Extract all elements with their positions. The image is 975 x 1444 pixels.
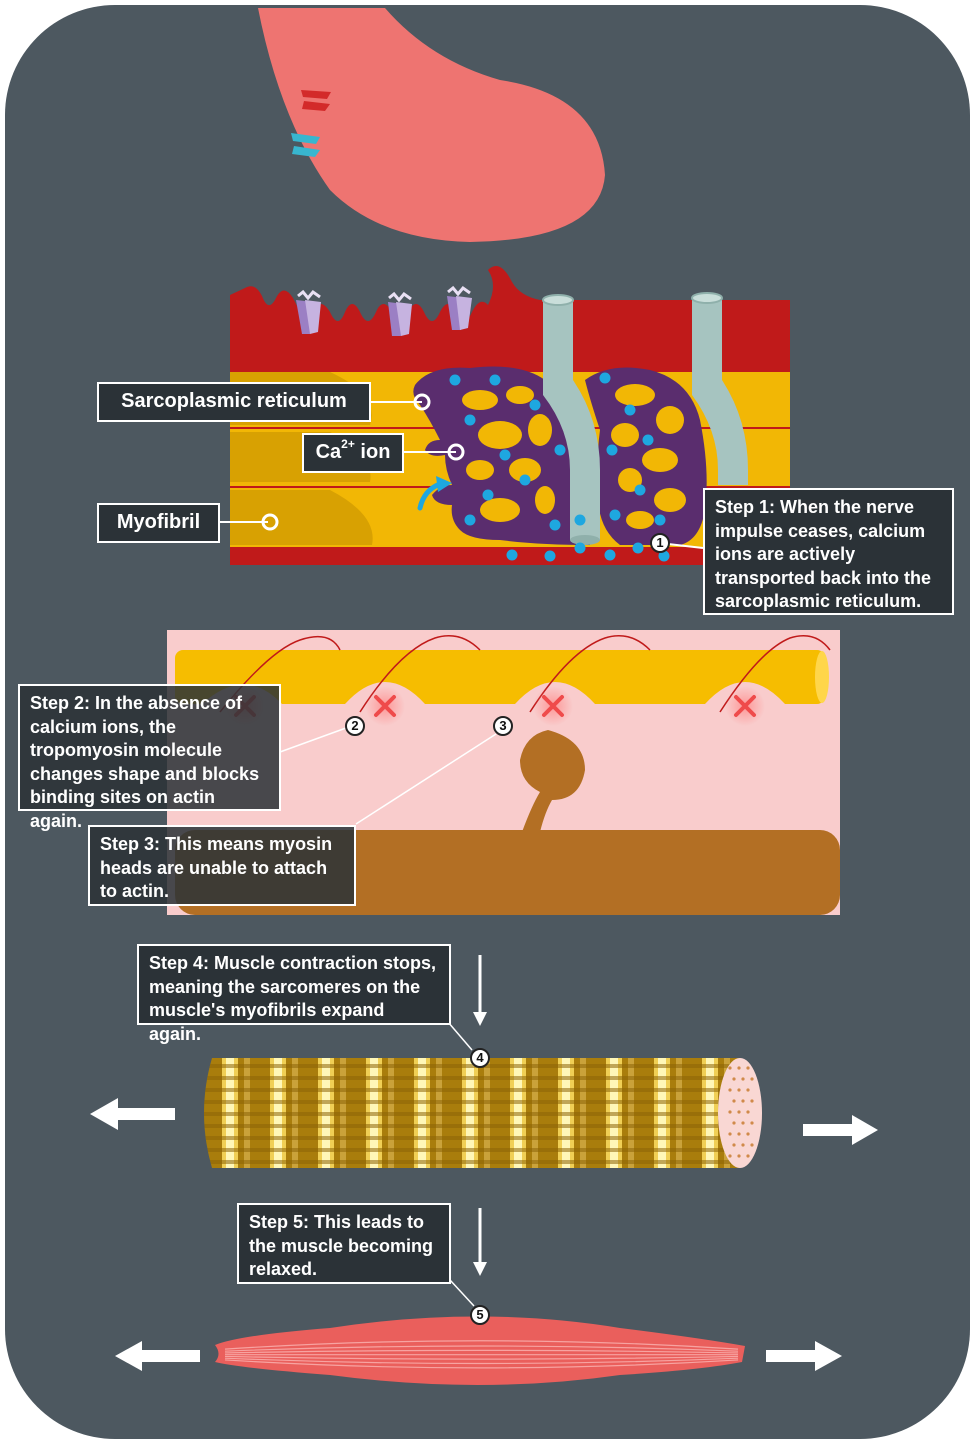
sarcoplasmic-reticulum-label: Sarcoplasmic reticulum bbox=[97, 382, 371, 422]
myofibril-cylinder bbox=[204, 1058, 762, 1168]
receptor-protein-icon bbox=[296, 289, 321, 334]
calcium-ion bbox=[506, 549, 518, 561]
myosin-head bbox=[520, 730, 585, 832]
leader-lines bbox=[279, 727, 497, 825]
blocked-site-x-icon bbox=[725, 686, 765, 726]
step-1-text: Step 1: When the nerve impulse ceases, c… bbox=[703, 488, 954, 615]
calcium-ion bbox=[544, 550, 556, 562]
calcium-ion bbox=[449, 374, 461, 386]
myofibril-label: Myofibril bbox=[97, 503, 220, 543]
leader-lines bbox=[220, 393, 704, 549]
blocked-site-x-icon bbox=[533, 686, 573, 726]
calcium-ion bbox=[642, 434, 654, 446]
step-2-badge: 2 bbox=[345, 716, 365, 736]
calcium-ion bbox=[658, 550, 670, 562]
red-ion-channel-icon bbox=[301, 90, 331, 111]
calcium-ion bbox=[464, 414, 476, 426]
calcium-ion bbox=[554, 444, 566, 456]
step-3-text: Step 3: This means myosin heads are unab… bbox=[88, 825, 356, 906]
calcium-ion bbox=[489, 374, 501, 386]
blocked-site-x-icon bbox=[365, 686, 405, 726]
calcium-ion bbox=[482, 489, 494, 501]
t-tubule bbox=[691, 292, 748, 485]
calcium-ion bbox=[464, 514, 476, 526]
calcium-ion bbox=[549, 519, 561, 531]
receptor-protein-icon bbox=[447, 285, 472, 330]
arrow-left-icon bbox=[90, 1098, 175, 1130]
step-3-badge: 3 bbox=[493, 716, 513, 736]
calcium-ion bbox=[624, 404, 636, 416]
blue-ion-channel-icon bbox=[291, 133, 320, 157]
calcium-ion bbox=[599, 372, 611, 384]
step-2-text: Step 2: In the absence of calcium ions, … bbox=[18, 684, 281, 831]
step-5-badge: 5 bbox=[470, 1305, 490, 1325]
arrow-right-icon bbox=[766, 1341, 842, 1371]
sarcoplasmic-reticulum bbox=[413, 366, 707, 545]
calcium-ion bbox=[604, 549, 616, 561]
calcium-ion-label-prefix: Ca bbox=[315, 441, 342, 463]
calcium-ion bbox=[609, 509, 621, 521]
calcium-ion bbox=[634, 484, 646, 496]
calcium-ion bbox=[606, 444, 618, 456]
step-1-badge: 1 bbox=[650, 533, 670, 553]
step-4-text: Step 4: Muscle contraction stops, meanin… bbox=[137, 944, 451, 1044]
calcium-ion-label-suffix: ion bbox=[354, 441, 391, 463]
arrow-left-icon bbox=[115, 1341, 200, 1371]
arrow-right-icon bbox=[803, 1115, 878, 1145]
calcium-ion bbox=[632, 542, 644, 554]
receptor-protein-icon bbox=[388, 291, 412, 336]
calcium-ion-label: Ca2+ ion bbox=[302, 433, 404, 473]
arrow-down-icon bbox=[473, 955, 487, 1026]
muscle-striations bbox=[224, 1340, 739, 1369]
calcium-ion-label-charge: 2+ bbox=[341, 437, 355, 452]
nerve-terminal bbox=[258, 8, 605, 242]
calcium-ion bbox=[529, 399, 541, 411]
calcium-ion bbox=[499, 449, 511, 461]
step-4-badge: 4 bbox=[470, 1048, 490, 1068]
calcium-ion bbox=[519, 474, 531, 486]
ion-uptake-arrow-icon bbox=[417, 476, 452, 511]
calcium-ions bbox=[449, 372, 670, 562]
calcium-ion bbox=[654, 514, 666, 526]
calcium-ion bbox=[574, 514, 586, 526]
calcium-ion bbox=[574, 542, 586, 554]
arrow-down-icon bbox=[473, 1208, 487, 1276]
actin-filament bbox=[175, 650, 825, 704]
step-5-text: Step 5: This leads to the muscle becomin… bbox=[237, 1203, 451, 1284]
t-tubule bbox=[542, 294, 600, 545]
